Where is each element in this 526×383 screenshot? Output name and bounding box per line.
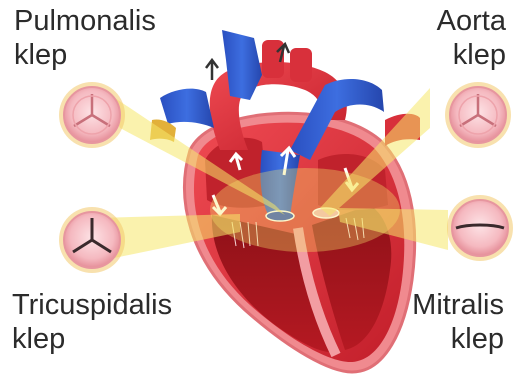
label-tricuspidalis-klep: Tricuspidalis klep: [12, 288, 172, 356]
label-pulmonalis-klep: Pulmonalis klep: [14, 4, 156, 72]
aorta-branch-3: [290, 48, 312, 82]
valve-plane-highlight: [210, 168, 400, 252]
tricuspidalis-valve-disc: [59, 207, 125, 273]
label-pulmonalis-line2: klep: [14, 38, 156, 72]
label-tricuspidalis-line1: Tricuspidalis: [12, 288, 172, 322]
label-aorta-klep: Aorta klep: [437, 4, 506, 72]
label-aorta-line1: Aorta: [437, 4, 506, 38]
label-tricuspidalis-line2: klep: [12, 322, 172, 356]
arrow-up-left: [206, 60, 218, 80]
label-aorta-line2: klep: [437, 38, 506, 72]
label-mitralis-line2: klep: [412, 322, 504, 356]
pulmonalis-valve-disc: [59, 82, 125, 148]
label-mitralis-line1: Mitralis: [412, 288, 504, 322]
pulmonary-artery-left: [160, 89, 214, 128]
label-pulmonalis-line1: Pulmonalis: [14, 4, 156, 38]
label-mitralis-klep: Mitralis klep: [412, 288, 504, 356]
mitralis-valve-disc: [447, 195, 513, 261]
aorta-valve-disc: [445, 82, 511, 148]
